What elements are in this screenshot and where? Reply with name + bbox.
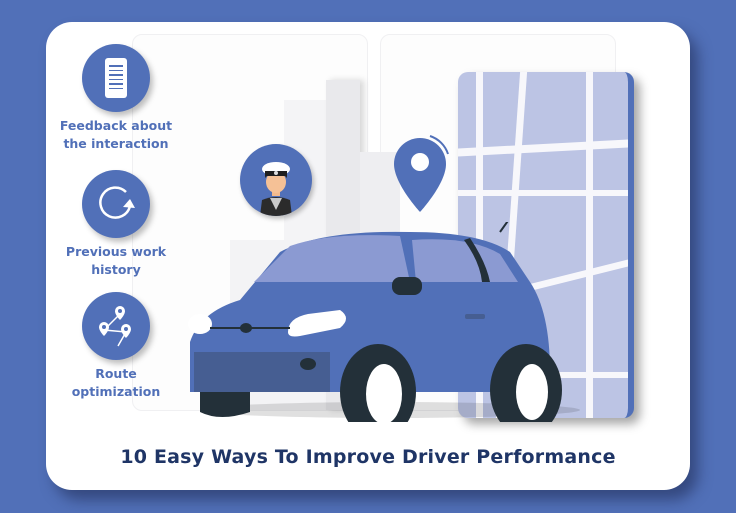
feature-feedback: Feedback about the interaction [46, 44, 186, 153]
feature-route-optimization: Route optimization [46, 292, 186, 401]
feature-work-history: Previous work history [46, 170, 186, 279]
route-pins-icon [82, 292, 150, 360]
location-pin-icon [394, 135, 449, 212]
document-icon [82, 44, 150, 112]
feature-label: Route [95, 366, 137, 381]
feature-label: Previous work [65, 244, 167, 259]
feature-label: optimization [71, 384, 161, 399]
driver-avatar-icon [240, 144, 312, 216]
feature-label: Feedback about [59, 118, 173, 133]
feature-label: history [91, 262, 141, 277]
refresh-icon [82, 170, 150, 238]
page-title: 10 Easy Ways To Improve Driver Performan… [120, 446, 616, 468]
infographic-card: Feedback about the interaction Previous … [46, 22, 690, 490]
feature-label: the interaction [63, 136, 169, 151]
blue-car [188, 222, 580, 422]
